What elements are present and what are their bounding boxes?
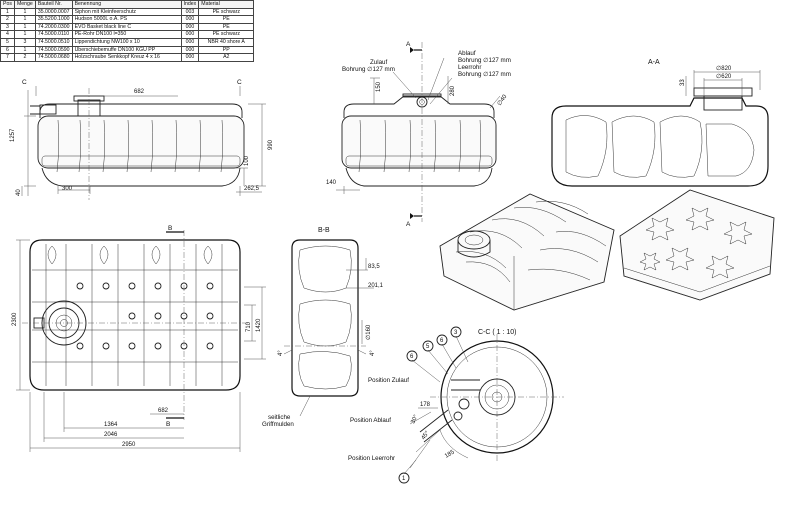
ablauf-label: Ablauf <box>458 50 476 57</box>
top-dim-2950: 2950 <box>122 442 136 448</box>
top-dim-710: 710 <box>246 321 252 332</box>
balloon-6a: 6 <box>410 354 414 360</box>
bb-dim-83: 83,5 <box>368 264 380 270</box>
side-dim-140: 140 <box>326 180 337 186</box>
cc-dim-30: 30° <box>410 414 420 425</box>
side-section-mark-top: A <box>406 41 411 48</box>
col-pos: Pos <box>0 0 15 9</box>
section-cc-title: C-C ( 1 : 10) <box>478 329 517 336</box>
cc-dim-178: 178 <box>420 402 431 408</box>
cc-dim-45: 45° <box>421 430 431 441</box>
cc-label-leerrohr: Position Leerrohr <box>348 455 395 462</box>
balloon-6b: 6 <box>440 338 444 344</box>
section-aa-title: A-A <box>648 59 660 66</box>
front-section-mark-left: C <box>22 79 27 86</box>
side-section-mark-bottom: A <box>406 221 411 228</box>
top-dim-2046: 2046 <box>104 432 118 438</box>
col-material: Material <box>198 0 255 9</box>
star-ribs <box>639 207 753 279</box>
leerrohr-label: Leerrohr <box>458 64 481 71</box>
section-b-b: B-B 83,5 201,1 ∅160 4° 4° seitliche Grif… <box>262 227 384 428</box>
balloons <box>398 326 462 484</box>
section-bb-title: B-B <box>318 227 330 234</box>
top-dim-682: 682 <box>158 408 169 414</box>
side-dim-d40: ∅40 <box>496 93 509 107</box>
bb-dim-4deg-left: 4° <box>278 350 284 356</box>
cc-dim-185: 185 <box>444 449 456 460</box>
front-dim-300: 300 <box>62 186 73 192</box>
top-dim-1420: 1420 <box>256 318 262 332</box>
side-view: A A Zulauf Bohrung ∅127 mm Ablauf Bohrun… <box>326 41 511 228</box>
top-section-mark-top: B <box>168 225 172 232</box>
front-dim-40: 40 <box>16 189 22 196</box>
balloon-1: 1 <box>402 476 406 482</box>
col-bauteil-nr: Bauteil Nr. <box>34 0 73 9</box>
front-dim-682: 682 <box>134 89 145 95</box>
leerrohr-bore: Bohrung ∅127 mm <box>458 71 511 78</box>
parts-table-header-row: Pos Menge Bauteil Nr. Benennung Index Ma… <box>0 0 255 9</box>
isometric-view-right <box>619 189 775 301</box>
side-dim-280: 280 <box>450 85 456 96</box>
aa-dim-820: ∅820 <box>716 65 732 72</box>
top-dim-2300: 2300 <box>12 312 18 326</box>
top-dim-1364: 1364 <box>104 422 118 428</box>
aa-dim-33: 33 <box>680 79 686 86</box>
section-c-c: C-C ( 1 : 10) 6 5 6 3 1 Position Z <box>348 326 564 484</box>
col-benennung: Benennung <box>71 0 182 9</box>
ablauf-bore: Bohrung ∅127 mm <box>458 57 511 64</box>
col-index: Index <box>180 0 200 9</box>
col-menge: Menge <box>13 0 36 9</box>
aa-dim-620: ∅620 <box>716 73 732 80</box>
top-section-mark-bottom: B <box>166 421 170 428</box>
cc-label-ablauf: Position Ablauf <box>350 417 391 424</box>
front-dim-262: 262,5 <box>244 186 260 192</box>
front-view: C C 682 1257 990 40 300 100 262,5 <box>10 79 274 200</box>
bb-dim-201: 201,1 <box>368 283 384 289</box>
zulauf-label: Zulauf <box>370 59 387 66</box>
top-view-holes <box>76 282 214 350</box>
front-section-mark-right: C <box>237 79 242 86</box>
side-dim-150: 150 <box>376 81 382 92</box>
bb-dim-4deg-right: 4° <box>370 350 376 356</box>
bb-note-line1: seitliche <box>268 414 291 421</box>
front-dim-990: 990 <box>268 139 274 150</box>
top-view: B B 2300 710 1420 682 1364 2046 2950 <box>12 225 266 452</box>
bb-note-line2: Griffmulden <box>262 421 294 428</box>
bb-dim-160: ∅160 <box>365 324 372 340</box>
balloon-3: 3 <box>454 330 458 336</box>
front-dim-1257: 1257 <box>10 128 16 142</box>
front-dim-100: 100 <box>244 155 250 166</box>
section-a-a: A-A ∅820 ∅620 33 <box>551 59 769 187</box>
zulauf-bore: Bohrung ∅127 mm <box>342 66 395 73</box>
balloon-5: 5 <box>426 344 430 350</box>
parts-list-table: Pos Menge Bauteil Nr. Benennung Index Ma… <box>0 0 255 62</box>
isometric-view-left <box>439 193 615 311</box>
cc-label-zulauf: Position Zulauf <box>368 377 409 384</box>
